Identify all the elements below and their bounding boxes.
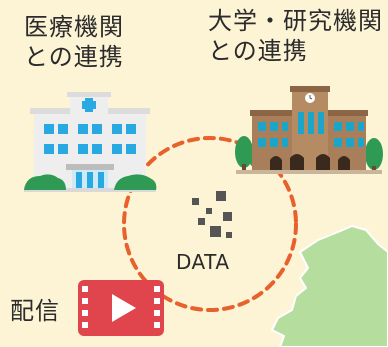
network-circle bbox=[122, 136, 298, 312]
university-label-line1: 大学・研究機関 bbox=[208, 7, 383, 35]
medical-label-line1: 医療機関 bbox=[24, 13, 124, 41]
data-label: DATA bbox=[176, 250, 230, 274]
university-label-line2: との連携 bbox=[208, 37, 308, 65]
video-icon bbox=[78, 280, 164, 336]
streaming-label: 配信 bbox=[10, 297, 60, 325]
university-collaboration-label: 大学・研究機関 との連携 bbox=[208, 6, 383, 66]
hospital-icon bbox=[24, 92, 157, 192]
medical-collaboration-label: 医療機関 との連携 bbox=[24, 12, 124, 72]
map-icon bbox=[271, 225, 388, 347]
data-icon bbox=[192, 191, 232, 238]
medical-label-line2: との連携 bbox=[24, 43, 124, 71]
university-icon bbox=[235, 86, 383, 174]
